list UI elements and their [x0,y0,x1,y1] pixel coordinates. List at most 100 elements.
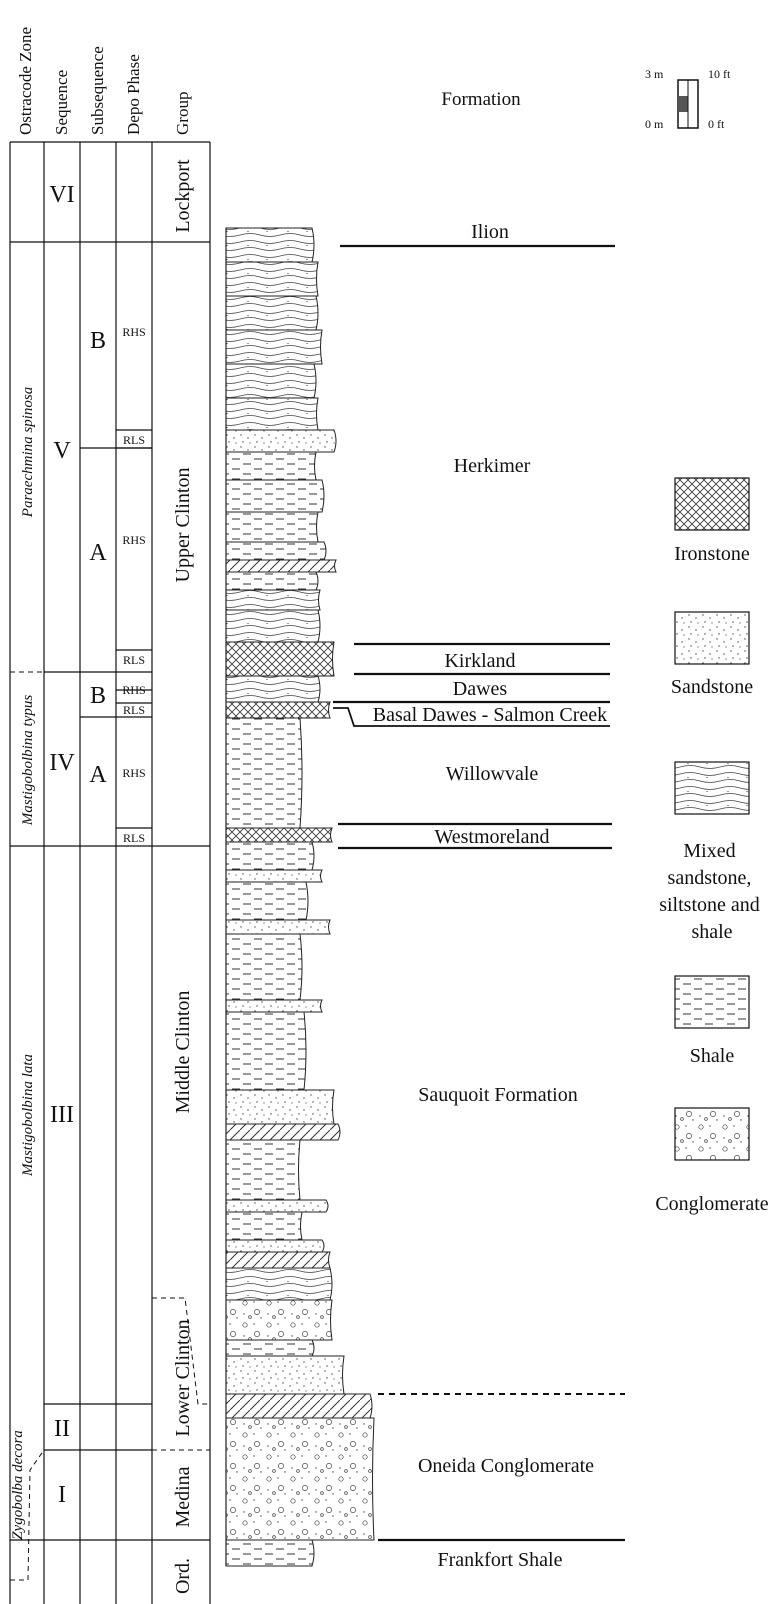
depo-phase-label: RHS [122,766,145,780]
sequence-label: V [53,438,71,464]
legend-label-ironstone: Ironstone [674,543,750,565]
column-bed [225,571,319,591]
dashed-boundaries [10,671,210,1581]
column-bed [225,1011,307,1091]
formation-label: Frankfort Shale [438,1549,563,1571]
depo-phase-label: RLS [123,831,145,845]
column-bed [225,1089,335,1125]
sequence-label: I [58,1482,66,1508]
column-bed [225,479,325,513]
scale-bottom-m: 0 m [645,117,664,131]
column-bed [225,429,337,453]
column-grid [9,141,211,1604]
column-bed [225,827,333,843]
column-bed [225,363,317,399]
formation-label: Ilion [471,221,509,243]
formation-label: Kirkland [444,650,515,672]
header-ostracode-zone: Ostracode Zone [16,27,35,135]
column-bed [225,1239,325,1253]
column-bed [225,1139,301,1201]
header-formation: Formation [441,89,521,110]
legend-swatch-sandstone [674,611,750,665]
column-bed [225,261,319,297]
sequence-label: IV [49,750,75,776]
legend-label-sandstone: Sandstone [671,676,753,698]
formation-label: Oneida Conglomerate [418,1455,594,1477]
subsequence-label: A [89,540,107,566]
scale-bottom-ft: 0 ft [708,117,725,131]
depo-phase-label: RLS [123,653,145,667]
ostracode-zone-label: Mastigobolbina lata [20,1054,36,1177]
legend-swatch-ironstone [674,477,750,531]
depo-phase-labels: RHS RLS RHS RLS RHS RLS RHS RLS [122,325,145,845]
depo-phase-label: RHS [122,683,145,697]
column-bed [225,841,315,871]
ostracode-zone-label: Paraechmina spinosa [20,387,36,518]
scale-top-m: 3 m [645,67,664,81]
group-label: Middle Clinton [172,991,194,1114]
column-bed [225,589,321,611]
formation-label: Willowvale [446,763,539,785]
column-bed [225,881,309,921]
lithologic-column [225,227,375,1567]
column-bed [225,329,323,365]
column-bed [225,1267,333,1301]
legend: Ironstone Sandstone Mixed sandstone, sil… [655,477,769,1215]
column-bed [225,1339,315,1357]
sequence-label: II [54,1416,70,1442]
column-bed [225,541,327,561]
depo-phase-label: RLS [123,433,145,447]
group-label: Ord. [172,1558,194,1594]
depo-phase-label: RLS [123,703,145,717]
column-bed [225,1299,333,1341]
column-bed [225,511,319,543]
formation-label: Basal Dawes - Salmon Creek [373,704,607,726]
subsequence-label: B [90,683,106,709]
column-bed [225,919,331,935]
column-bed [225,1355,345,1395]
column-bed [225,227,315,263]
group-label: Upper Clinton [172,468,194,583]
group-label: Lower Clinton [172,1319,194,1436]
column-bed [225,397,319,431]
formation-labels: Ilion Herkimer Kirkland Dawes Basal Dawe… [373,221,607,1571]
column-bed [225,1539,315,1567]
scale-bar: 3 m 0 m 10 ft 0 ft [645,67,731,131]
column-bed [225,999,323,1013]
header-subsequence: Subsequence [88,46,107,135]
column-bed [225,1393,373,1419]
column-bed [225,559,337,573]
column-bed [225,1199,329,1213]
ostracode-zone-label: Mastigobolbina typus [20,695,36,827]
column-bed [225,641,335,677]
column-bed [225,933,303,1001]
column-bed [225,1123,341,1141]
column-bed [225,295,319,331]
column-bed [225,701,331,719]
column-bed [225,1211,303,1241]
column-bed [225,451,317,481]
column-bed [225,675,321,703]
formation-label: Sauquoit Formation [418,1084,577,1106]
column-bed [225,609,321,643]
group-label: Medina [172,1466,194,1527]
header-group: Group [173,92,192,135]
depo-phase-label: RHS [122,533,145,547]
subsequence-label: B [90,328,106,354]
legend-swatch-conglomerate [674,1107,750,1161]
sequence-label: III [50,1102,74,1128]
column-bed [225,717,303,829]
legend-label-mixed: Mixed sandstone, siltstone and shale [659,840,765,943]
sequence-label: VI [49,182,74,208]
legend-label-conglomerate: Conglomerate [655,1193,768,1215]
header-depo-phase: Depo Phase [124,54,143,135]
scale-top-ft: 10 ft [708,67,731,81]
legend-swatch-mixed [674,761,750,815]
column-bed [225,1417,375,1541]
formation-label: Herkimer [454,455,531,477]
group-label: Lockport [172,159,194,233]
header-sequence: Sequence [52,70,71,135]
ostracode-zone-label: Zygobolba decora [10,1430,26,1540]
